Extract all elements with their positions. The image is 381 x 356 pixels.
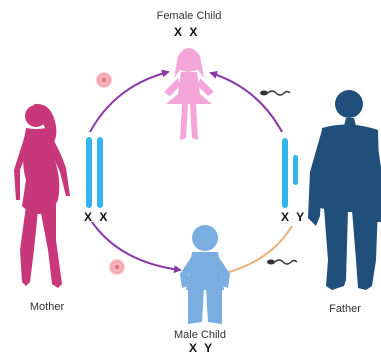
male-child-label: Male Child (160, 329, 240, 341)
arrow-mother-to-male-child (92, 222, 180, 270)
female-child-chromosomes: X X (174, 25, 199, 39)
mother-chromosomes-label: X X (84, 210, 109, 224)
sperm-cell-icon (267, 260, 297, 265)
mother-chromosomes-icon (86, 137, 103, 208)
arrow-father-to-male-child (222, 226, 292, 274)
mother-label: Mother (22, 301, 72, 313)
girl-silhouette-icon (164, 48, 214, 140)
egg-cell-icon (96, 72, 112, 88)
arrow-father-to-female-child (211, 73, 282, 132)
male-child-chromosomes: X Y (189, 341, 214, 355)
female-child-label: Female Child (148, 10, 230, 22)
father-chromosomes-icon (282, 138, 298, 208)
father-label: Father (320, 303, 370, 315)
sperm-cell-icon (260, 91, 290, 96)
boy-silhouette-icon (180, 225, 230, 324)
man-silhouette-icon (308, 90, 381, 290)
father-chromosomes-label: X Y (281, 210, 306, 224)
egg-cell-icon (109, 259, 125, 275)
woman-silhouette-icon (14, 104, 70, 288)
